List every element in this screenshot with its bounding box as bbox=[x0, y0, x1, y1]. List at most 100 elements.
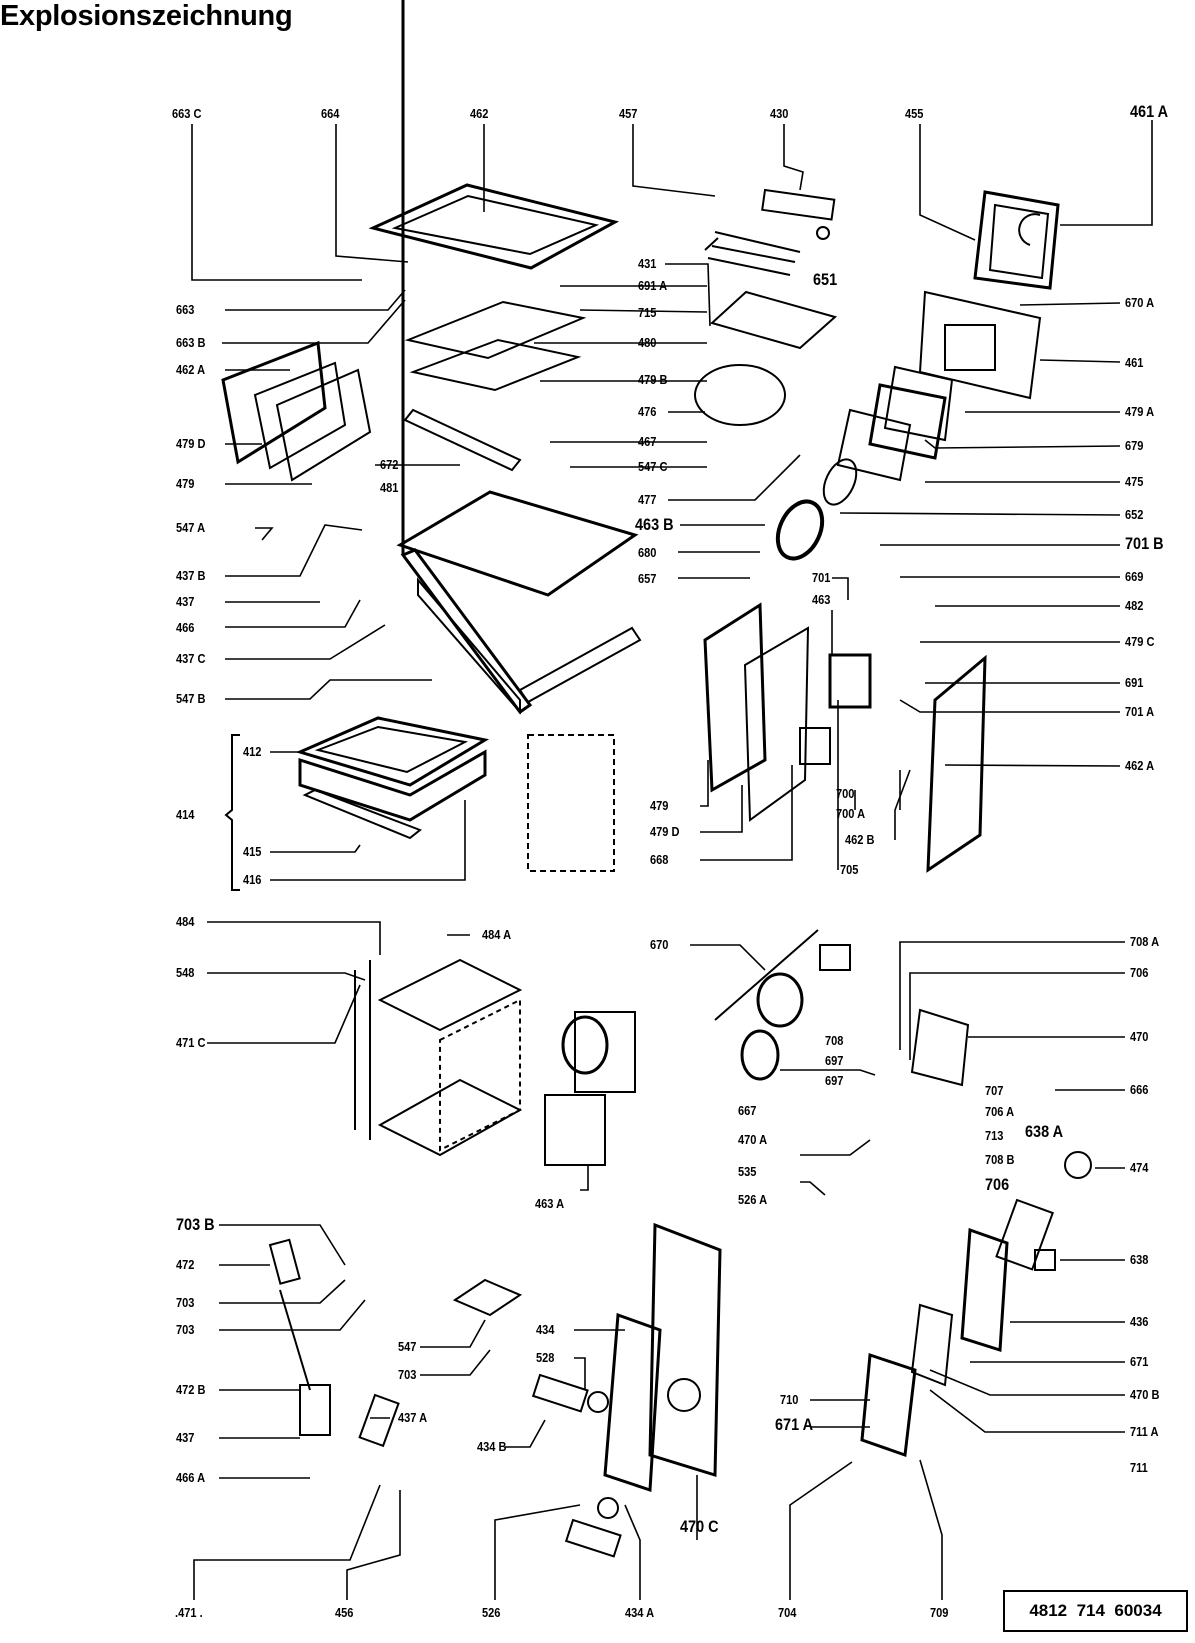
part-467-bar bbox=[403, 408, 522, 472]
part-label: 437 C bbox=[176, 651, 206, 666]
part-label: 709 bbox=[930, 1605, 949, 1620]
part-547-tray bbox=[452, 1278, 523, 1317]
part-side-panels bbox=[703, 602, 987, 873]
part-label: 697 bbox=[825, 1053, 844, 1068]
part-label: 705 bbox=[840, 862, 859, 877]
document-part-number: 4812 714 60034 bbox=[1029, 1601, 1162, 1620]
part-label: 701 bbox=[812, 570, 831, 585]
page-title: Explosionszeichnung bbox=[0, 0, 293, 32]
part-label: 701 B bbox=[1125, 534, 1164, 553]
part-label: 671 bbox=[1130, 1354, 1149, 1369]
part-label: 463 bbox=[812, 592, 831, 607]
part-label: 479 bbox=[176, 476, 195, 491]
part-label: 479 bbox=[650, 798, 669, 813]
part-label: 710 bbox=[780, 1392, 799, 1407]
part-label: 481 bbox=[380, 480, 399, 495]
part-label: 664 bbox=[321, 106, 340, 121]
part-label: 457 bbox=[619, 106, 638, 121]
part-label: 462 A bbox=[176, 362, 206, 377]
part-label: 528 bbox=[536, 1350, 555, 1365]
part-480-plate bbox=[404, 300, 587, 360]
part-label: 484 bbox=[176, 914, 195, 929]
part-label: 715 bbox=[638, 305, 657, 320]
part-label: 455 bbox=[905, 106, 924, 121]
part-label: 707 bbox=[985, 1083, 1004, 1098]
part-panel-470 bbox=[910, 1008, 970, 1087]
part-label: 416 bbox=[243, 872, 262, 887]
part-431-sheet bbox=[709, 290, 838, 350]
part-label: 479 C bbox=[1125, 634, 1155, 649]
part-label: 462 bbox=[470, 106, 489, 121]
part-label: 526 A bbox=[738, 1192, 768, 1207]
part-652-ring bbox=[822, 458, 858, 506]
part-414-door-assembly bbox=[295, 716, 490, 840]
part-label: 663 C bbox=[172, 106, 202, 121]
part-label: 700 A bbox=[836, 806, 866, 821]
part-label: 434 A bbox=[625, 1605, 655, 1620]
part-label: 437 bbox=[176, 1430, 195, 1445]
part-label: 706 A bbox=[985, 1104, 1015, 1119]
part-label: 669 bbox=[1125, 569, 1144, 584]
part-463B-gear bbox=[775, 499, 825, 561]
part-latch-472 bbox=[268, 1238, 400, 1448]
part-label: 471 C bbox=[176, 1035, 206, 1050]
part-462-top-frame bbox=[368, 183, 620, 270]
part-label: 479 A bbox=[1125, 404, 1155, 419]
part-label: 477 bbox=[638, 492, 657, 507]
part-label: 703 bbox=[176, 1295, 195, 1310]
part-label: 691 A bbox=[638, 278, 668, 293]
part-label: 547 bbox=[398, 1339, 417, 1354]
part-label: 701 A bbox=[1125, 704, 1155, 719]
part-label: 680 bbox=[638, 545, 657, 560]
part-label: 535 bbox=[738, 1164, 757, 1179]
part-label: 703 bbox=[398, 1367, 417, 1382]
part-label: 475 bbox=[1125, 474, 1144, 489]
part-label: 708 A bbox=[1130, 934, 1160, 949]
part-label: 663 bbox=[176, 302, 195, 317]
part-label: 462 A bbox=[1125, 758, 1155, 773]
part-label: 461 A bbox=[1130, 102, 1169, 121]
part-label: 657 bbox=[638, 571, 657, 586]
part-label: 706 bbox=[985, 1175, 1010, 1194]
part-label: 434 bbox=[536, 1322, 555, 1337]
part-label: 462 B bbox=[845, 832, 875, 847]
part-label: 691 bbox=[1125, 675, 1144, 690]
part-474-638 bbox=[995, 1151, 1092, 1271]
part-label: 713 bbox=[985, 1128, 1004, 1143]
part-label: 437 B bbox=[176, 568, 206, 583]
part-label: 479 D bbox=[650, 824, 680, 839]
part-label: 431 bbox=[638, 256, 657, 271]
part-label: 466 bbox=[176, 620, 195, 635]
part-label: 672 bbox=[380, 457, 399, 472]
part-label: 638 bbox=[1130, 1252, 1149, 1267]
part-label: 466 A bbox=[176, 1470, 206, 1485]
part-label: 479 D bbox=[176, 436, 206, 451]
part-label: 663 B bbox=[176, 335, 206, 350]
part-479A-679-475 bbox=[836, 365, 954, 482]
part-label: 472 B bbox=[176, 1382, 206, 1397]
part-label: 482 bbox=[1125, 598, 1144, 613]
part-label: 437 A bbox=[398, 1410, 428, 1425]
part-panel-709 bbox=[860, 1352, 917, 1458]
part-label: 414 bbox=[176, 807, 195, 822]
part-label: 463 B bbox=[635, 515, 674, 534]
part-panel-436 bbox=[910, 1227, 1009, 1387]
part-668-transformer bbox=[799, 727, 831, 765]
brace-414 bbox=[224, 734, 240, 891]
part-label: 668 bbox=[650, 852, 669, 867]
part-label: 708 bbox=[825, 1033, 844, 1048]
part-label: 706 bbox=[1130, 965, 1149, 980]
part-label: 671 A bbox=[775, 1415, 814, 1434]
part-430-grill bbox=[704, 188, 836, 276]
part-label: 470 bbox=[1130, 1029, 1149, 1044]
part-461A-housing bbox=[973, 190, 1060, 290]
part-label: 711 bbox=[1130, 1460, 1148, 1475]
part-label: 430 bbox=[770, 106, 789, 121]
part-label: 547 C bbox=[638, 459, 668, 474]
part-479B-plate bbox=[409, 338, 582, 392]
document-part-number-box: 4812 714 60034 bbox=[1003, 1590, 1188, 1632]
leader-lines bbox=[191, 120, 1153, 1600]
part-label: 667 bbox=[738, 1103, 757, 1118]
part-label: 666 bbox=[1130, 1082, 1149, 1097]
